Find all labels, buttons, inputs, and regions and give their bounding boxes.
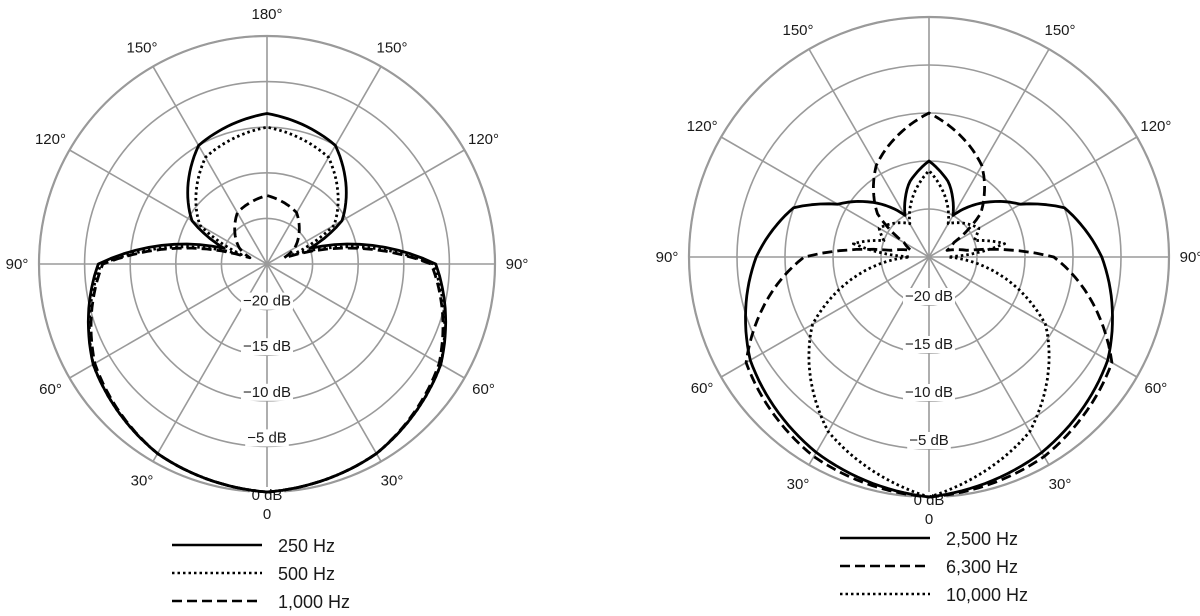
polar-spoke xyxy=(928,48,1050,258)
ring-label: −5 dB xyxy=(247,429,287,446)
ring-label: −20 dB xyxy=(243,293,291,310)
legend-label: 10,000 Hz xyxy=(946,585,1028,605)
ring-label: −5 dB xyxy=(909,432,949,449)
ring-label-background xyxy=(903,336,955,353)
angle-label: 150° xyxy=(1044,22,1075,39)
polar-spoke xyxy=(69,149,268,265)
legend-label: 250 Hz xyxy=(278,536,335,556)
polar-spoke xyxy=(928,256,1138,378)
angle-label: 30° xyxy=(1049,476,1072,493)
polar-chart-right: 0 dB−5 dB−10 dB−15 dB−20 dB030°30°60°60°… xyxy=(656,0,1200,605)
polar-spoke xyxy=(266,263,465,379)
legend-label: 6,300 Hz xyxy=(946,557,1018,577)
ring-label-background xyxy=(245,429,289,447)
ring-label: −15 dB xyxy=(905,336,953,353)
angle-label: 60° xyxy=(39,381,62,398)
polar-spoke xyxy=(808,48,930,258)
angle-label: 0 xyxy=(263,506,271,523)
angle-label: 30° xyxy=(381,473,404,490)
angle-label: 150° xyxy=(782,22,813,39)
polar-spoke xyxy=(720,256,930,378)
ring-label-background xyxy=(903,288,955,305)
ring-label: −10 dB xyxy=(905,384,953,401)
angle-label: 60° xyxy=(1145,380,1168,397)
legend-label: 500 Hz xyxy=(278,564,335,584)
polar-spoke xyxy=(266,66,382,265)
angle-label: 120° xyxy=(468,131,499,148)
angle-label: 120° xyxy=(687,118,718,135)
angle-label: 180° xyxy=(913,0,944,4)
legend-label: 2,500 Hz xyxy=(946,529,1018,549)
polar-spoke xyxy=(152,66,268,265)
polar-spoke xyxy=(69,263,268,379)
angle-label: 120° xyxy=(35,131,66,148)
series-curve-6-300-hz xyxy=(744,111,1114,499)
series-curve-2-500-hz xyxy=(744,159,1114,499)
series-curve-250-hz xyxy=(86,112,448,494)
ring-label-background xyxy=(241,383,293,401)
ring-label-background xyxy=(903,384,955,401)
legend-label: 1,000 Hz xyxy=(278,592,350,612)
angle-label: 120° xyxy=(1140,118,1171,135)
ring-label-background xyxy=(241,338,293,356)
angle-label: 150° xyxy=(126,39,157,56)
angle-label: 60° xyxy=(691,380,714,397)
polar-spoke xyxy=(720,136,930,258)
polar-chart-left: 0 dB−5 dB−10 dB−15 dB−20 dB030°30°60°60°… xyxy=(6,6,529,612)
angle-label: 90° xyxy=(1180,249,1200,266)
polar-spoke xyxy=(266,149,465,265)
angle-label: 90° xyxy=(656,249,679,266)
ring-label: −15 dB xyxy=(243,338,291,355)
angle-label: 180° xyxy=(251,6,282,23)
series-curve-10-000-hz xyxy=(807,169,1051,499)
ring-label: −10 dB xyxy=(243,384,291,401)
angle-label: 60° xyxy=(472,381,495,398)
polar-spoke xyxy=(928,136,1138,258)
ring-label: −20 dB xyxy=(905,288,953,305)
angle-label: 30° xyxy=(787,476,810,493)
series-curve-1-000-hz xyxy=(89,194,445,494)
angle-label: 150° xyxy=(376,39,407,56)
ring-label-background xyxy=(907,432,951,449)
angle-label: 90° xyxy=(6,256,29,273)
angle-label: 0 xyxy=(925,511,933,528)
angle-label: 30° xyxy=(131,473,154,490)
angle-label: 90° xyxy=(506,256,529,273)
ring-label-background xyxy=(241,292,293,310)
